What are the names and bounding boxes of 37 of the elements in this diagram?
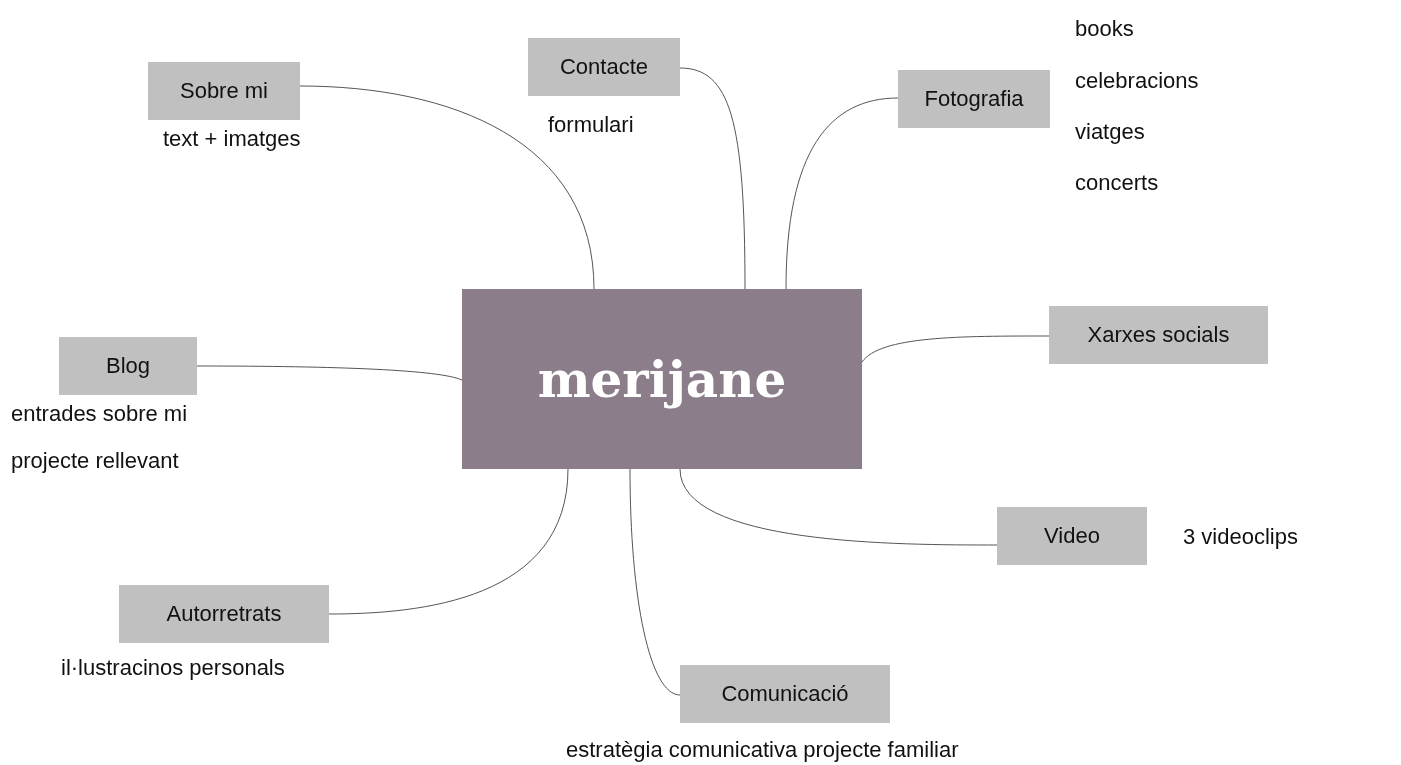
topic-label: Autorretrats: [166, 601, 282, 627]
central-title: merijane: [537, 349, 787, 409]
connector-line: [299, 85, 595, 290]
topic-label: Blog: [105, 353, 150, 379]
topic-box: [997, 507, 1147, 565]
topic-box: [119, 585, 329, 643]
topic-box: [59, 337, 197, 395]
note-text: viatges: [1075, 119, 1145, 145]
note-text: books: [1075, 16, 1134, 42]
connector-line: [196, 365, 463, 381]
topic-box: [528, 38, 680, 96]
note-text: il·lustracinos personals: [61, 655, 285, 681]
topic-label: Video: [1044, 523, 1100, 549]
topic-box: [148, 62, 300, 120]
topic-box: [680, 665, 890, 723]
connector-line: [328, 468, 569, 615]
topic-label: Xarxes socials: [1087, 322, 1230, 348]
topic-box: [898, 70, 1050, 128]
note-text: concerts: [1075, 170, 1159, 196]
topic-label: Contacte: [559, 54, 649, 80]
connector-line: [679, 67, 746, 290]
note-text: 3 videoclips: [1183, 524, 1298, 550]
connector-line: [861, 335, 1050, 363]
central-box: [462, 289, 862, 469]
topic-label: Sobre mi: [179, 78, 268, 104]
topic-label: Comunicació: [721, 681, 849, 707]
note-text: estratègia comunicativa projecte familiar: [566, 737, 959, 763]
topic-label: Fotografia: [924, 86, 1024, 112]
topic-box: [1049, 306, 1268, 364]
connector-line: [785, 97, 899, 290]
note-text: entrades sobre mi: [11, 401, 188, 427]
note-text: celebracions: [1075, 68, 1199, 94]
note-text: text + imatges: [163, 126, 301, 152]
note-text: projecte rellevant: [11, 448, 179, 474]
connector-line: [629, 468, 681, 696]
connector-line: [679, 468, 998, 546]
note-text: formulari: [548, 112, 634, 138]
